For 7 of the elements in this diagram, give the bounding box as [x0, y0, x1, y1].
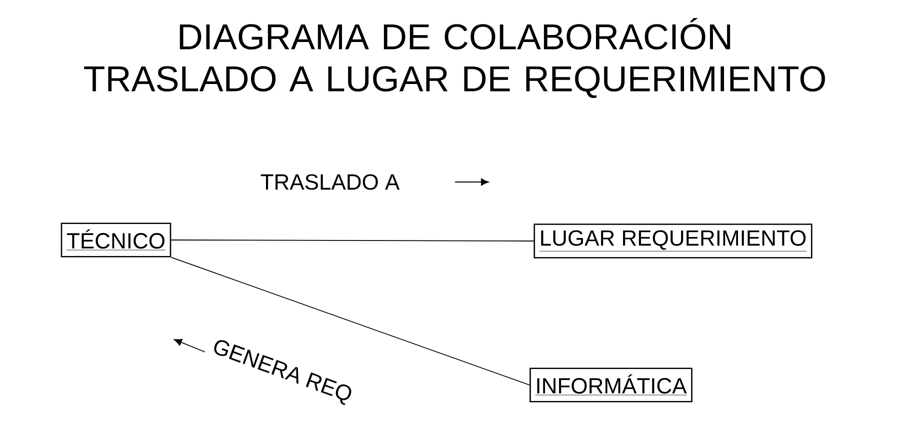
connector-line [170, 240, 534, 242]
title: DIAGRAMA DE COLABORACIÓN TRASLADO A LUGAR DE REQUERIMIENTO [84, 18, 825, 98]
class-box: TÉCNICO [60, 222, 172, 258]
class-box: LUGAR REQUERIMIENTO [534, 224, 812, 258]
edge-label: TRASLADO A [260, 174, 400, 190]
connector-line [170, 256, 530, 386]
class-box: INFORMÁTICA [530, 368, 692, 402]
